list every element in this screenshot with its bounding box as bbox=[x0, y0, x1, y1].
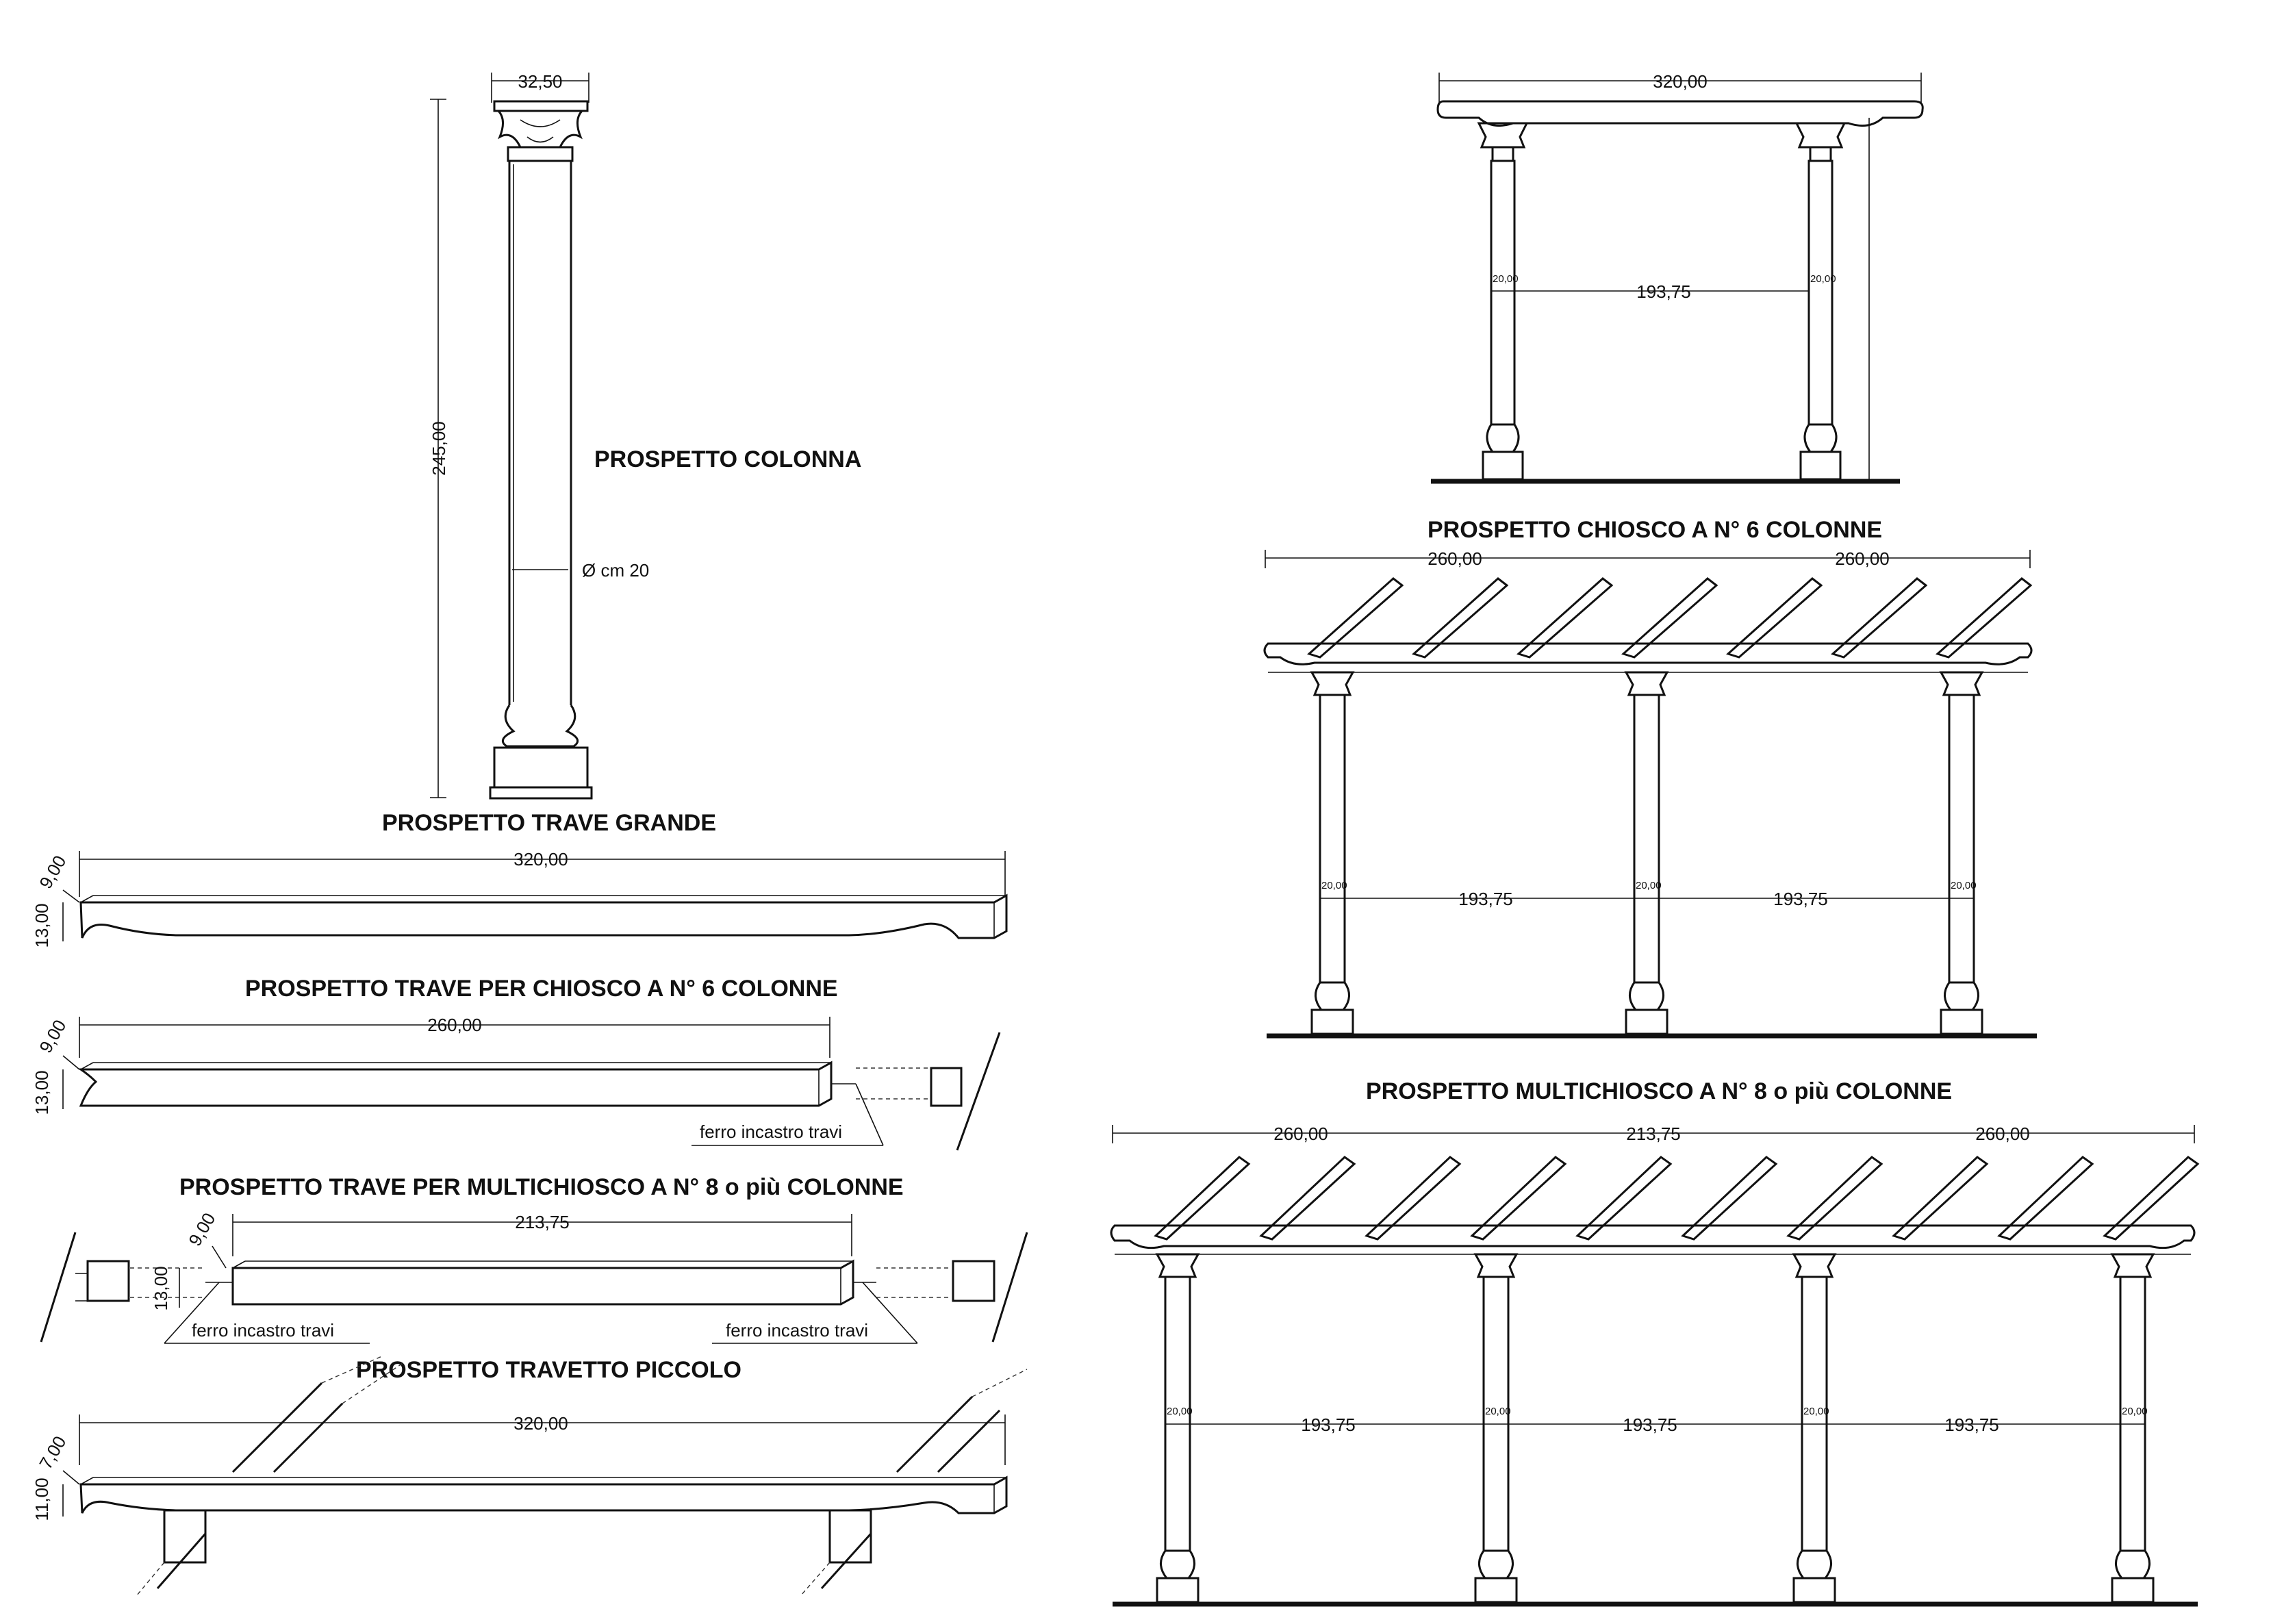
mk-column-1 bbox=[1155, 1253, 1200, 1603]
k6-col1-label: 20,00 bbox=[1321, 880, 1347, 891]
mk-col3-label: 20,00 bbox=[1803, 1406, 1829, 1417]
top-width-label: 320,00 bbox=[1653, 71, 1708, 92]
top-span-label: 193,75 bbox=[1636, 281, 1691, 302]
column-width-label: 32,50 bbox=[518, 71, 562, 92]
large-beam-elevation: PROSPETTO TRAVE GRANDE 320,00 9,00 13,00 bbox=[31, 810, 1008, 948]
multi-kiosk-elevation: PROSPETTO MULTICHIOSCO A N° 8 o più COLO… bbox=[1110, 1078, 2200, 1607]
beamm-h2-label: 13,00 bbox=[151, 1266, 171, 1310]
large-beam-length-label: 320,00 bbox=[513, 849, 568, 870]
k6-width-left-label: 260,00 bbox=[1428, 548, 1482, 569]
title-multichiosco: PROSPETTO MULTICHIOSCO A N° 8 o più COLO… bbox=[1366, 1078, 1952, 1104]
large-beam-h2-label: 13,00 bbox=[31, 903, 52, 948]
k6-column-2 bbox=[1624, 671, 1669, 1035]
mk-column-4 bbox=[2110, 1253, 2155, 1603]
title-trave-multi: PROSPETTO TRAVE PER MULTICHIOSCO A N° 8 … bbox=[179, 1174, 904, 1200]
k6-col3-label: 20,00 bbox=[1951, 880, 1977, 891]
k6-span1-label: 193,75 bbox=[1458, 889, 1513, 909]
mk-width-mid-label: 213,75 bbox=[1626, 1124, 1681, 1144]
beam6-note: ferro incastro travi bbox=[700, 1121, 842, 1142]
k6-col2-label: 20,00 bbox=[1636, 880, 1662, 891]
top-column-left bbox=[1477, 122, 1529, 481]
beamm-length-label: 213,75 bbox=[515, 1212, 570, 1232]
joist-h2-label: 11,00 bbox=[31, 1477, 52, 1521]
title-chiosco6: PROSPETTO CHIOSCO A N° 6 COLONNE bbox=[1428, 517, 1882, 543]
k6-span2-label: 193,75 bbox=[1773, 889, 1828, 909]
column-height-label: 245,00 bbox=[429, 421, 449, 476]
large-beam-h1-label: 9,00 bbox=[35, 852, 70, 892]
mk-span1-label: 193,75 bbox=[1301, 1414, 1356, 1435]
beamm-h1-label: 9,00 bbox=[184, 1209, 219, 1249]
mk-col2-label: 20,00 bbox=[1485, 1406, 1511, 1417]
mk-col4-label: 20,00 bbox=[2122, 1406, 2148, 1417]
beam6-length-label: 260,00 bbox=[427, 1015, 482, 1035]
mk-width-right-label: 260,00 bbox=[1975, 1124, 2030, 1144]
small-joist-elevation: PROSPETTO TRAVETTO PICCOLO 320,00 7,00 1… bbox=[31, 1355, 1028, 1596]
top-col-right-label: 20,00 bbox=[1810, 273, 1836, 285]
joist-h1-label: 7,00 bbox=[35, 1432, 70, 1473]
mk-span3-label: 193,75 bbox=[1944, 1414, 1999, 1435]
title-colonna: PROSPETTO COLONNA bbox=[594, 446, 861, 472]
column-elevation: 32,50 245,00 Ø cm 20 PROSPETTO COLONNA bbox=[429, 71, 861, 800]
k6-width-right-label: 260,00 bbox=[1835, 548, 1890, 569]
top-col-left-label: 20,00 bbox=[1493, 273, 1519, 285]
beamm-note-right: ferro incastro travi bbox=[726, 1320, 868, 1341]
column-diameter-label: Ø cm 20 bbox=[582, 560, 649, 581]
beam-multi-columns-elevation: PROSPETTO TRAVE PER MULTICHIOSCO A N° 8 … bbox=[40, 1174, 1028, 1344]
title-trave-chiosco6: PROSPETTO TRAVE PER CHIOSCO A N° 6 COLON… bbox=[245, 976, 838, 1002]
top-column-right bbox=[1794, 122, 1847, 481]
beam6-h1-label: 9,00 bbox=[35, 1016, 70, 1056]
k6-column-1 bbox=[1310, 671, 1355, 1035]
mk-span2-label: 193,75 bbox=[1623, 1414, 1677, 1435]
two-column-elevation: 320,00 193,75 20,00 20,00 bbox=[1431, 71, 1924, 484]
joist-length-label: 320,00 bbox=[513, 1413, 568, 1434]
mk-col1-label: 20,00 bbox=[1167, 1406, 1193, 1417]
mk-width-left-label: 260,00 bbox=[1273, 1124, 1328, 1144]
mk-column-2 bbox=[1473, 1253, 1519, 1603]
beamm-note-left: ferro incastro travi bbox=[192, 1320, 334, 1341]
title-trave-grande: PROSPETTO TRAVE GRANDE bbox=[382, 810, 716, 836]
title-travetto: PROSPETTO TRAVETTO PICCOLO bbox=[356, 1357, 741, 1383]
beam6-h2-label: 13,00 bbox=[31, 1070, 52, 1115]
k6-column-3 bbox=[1939, 671, 1984, 1035]
mk-column-3 bbox=[1792, 1253, 1837, 1603]
beam-6-columns-elevation: PROSPETTO TRAVE PER CHIOSCO A N° 6 COLON… bbox=[31, 976, 1001, 1151]
kiosk-6-elevation: PROSPETTO CHIOSCO A N° 6 COLONNE 260,00 … bbox=[1263, 517, 2037, 1039]
